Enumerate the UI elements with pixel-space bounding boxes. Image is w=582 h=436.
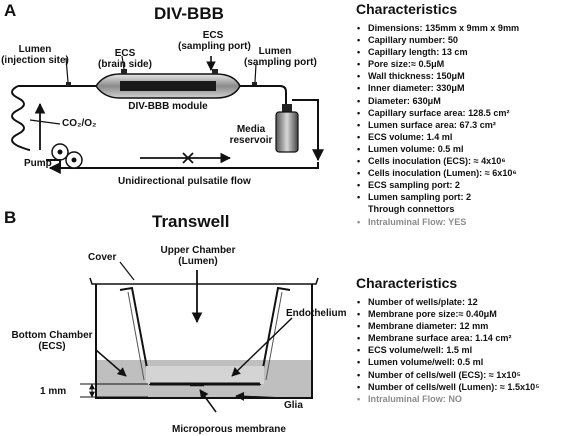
label-media-reservoir: Media reservoir — [229, 124, 273, 146]
list-item: Capillary surface area: 128.5 cm² — [356, 107, 519, 119]
list-item: Lumen volume/well: 0.5 ml — [356, 356, 539, 368]
label-cover: Cover — [88, 252, 117, 263]
list-item: Membrane surface area: 1.14 cm² — [356, 332, 539, 344]
list-item: Lumen surface area: 67.3 cm² — [356, 119, 519, 131]
list-item: Intraluminal Flow: NO — [356, 393, 539, 405]
list-item: Cells inoculation (Lumen): ≈ 6x10⁶ — [356, 167, 519, 179]
list-item: Dimensions: 135mm x 9mm x 9mm — [356, 22, 519, 34]
list-item: Lumen volume: 0.5 ml — [356, 143, 519, 155]
panel-b-title: Transwell — [152, 212, 230, 231]
label-pump: Pump — [24, 158, 52, 169]
label-bottom-chamber: Bottom Chamber (ECS) — [11, 330, 93, 352]
label-module: DIV-BBB module — [128, 101, 208, 112]
list-item: ECS sampling port: 2 — [356, 179, 519, 191]
panel-b-characteristics-title: Characteristics — [356, 275, 458, 291]
label-lumen-sampling: Lumen (sampling port) — [244, 46, 317, 68]
list-item: Membrane pore size:≈ 0.40μM — [356, 308, 539, 320]
list-item: Diameter: 630μM — [356, 95, 519, 107]
list-item: ECS volume/well: 1.5 ml — [356, 344, 539, 356]
list-item: Capillary number: 50 — [356, 34, 519, 46]
panel-a-characteristics-list: Dimensions: 135mm x 9mm x 9mm Capillary … — [356, 22, 519, 228]
label-glia: Glia — [284, 400, 303, 411]
list-item-subtext: Through connettors — [368, 204, 455, 215]
list-item: Capillary length: 13 cm — [356, 46, 519, 58]
panel-b-characteristics-list: Number of wells/plate: 12 Membrane pore … — [356, 296, 539, 405]
div-bbb-circuit — [11, 55, 324, 174]
list-item: Number of cells/well (Lumen): ≈ 1.5x10⁵ — [356, 381, 539, 393]
list-item: Number of wells/plate: 12 — [356, 296, 539, 308]
list-item: Cells inoculation (ECS): ≈ 4x10⁶ — [356, 155, 519, 167]
panel-a-characteristics-title: Characteristics — [356, 1, 458, 17]
label-endothelium: Endothelium — [286, 308, 347, 319]
list-item: ECS volume: 1.4 ml — [356, 131, 519, 143]
panel-b-letter: B — [4, 208, 17, 227]
list-item: Wall thickness: 150μM — [356, 70, 519, 82]
label-lumen-injection: Lumen (injection site) — [1, 44, 69, 66]
label-upper-chamber: Upper Chamber (Lumen) — [160, 245, 236, 267]
list-item: Intraluminal Flow: YES — [356, 216, 519, 228]
list-item-text: Lumen sampling port: 2 — [368, 192, 472, 203]
label-ecs-brain: ECS (brain side) — [98, 48, 152, 70]
list-item: Number of cells/well (ECS): ≈ 1x10⁵ — [356, 369, 539, 381]
label-flow: Unidirectional pulsatile flow — [118, 176, 251, 187]
list-item: Inner diameter: 330μM — [356, 82, 519, 94]
label-ecs-sampling: ECS (sampling port) — [178, 30, 251, 52]
label-microporous-membrane: Microporous membrane — [172, 424, 286, 435]
list-item: Membrane diameter: 12 mm — [356, 320, 539, 332]
label-gas: CO₂/O₂ — [62, 118, 97, 129]
label-one-mm: 1 mm — [40, 386, 67, 397]
list-item: Pore size:≈ 0.5μM — [356, 58, 519, 70]
panel-a-title: DIV-BBB — [154, 4, 224, 23]
panel-a-letter: A — [4, 1, 17, 20]
transwell-drawing — [80, 261, 319, 413]
